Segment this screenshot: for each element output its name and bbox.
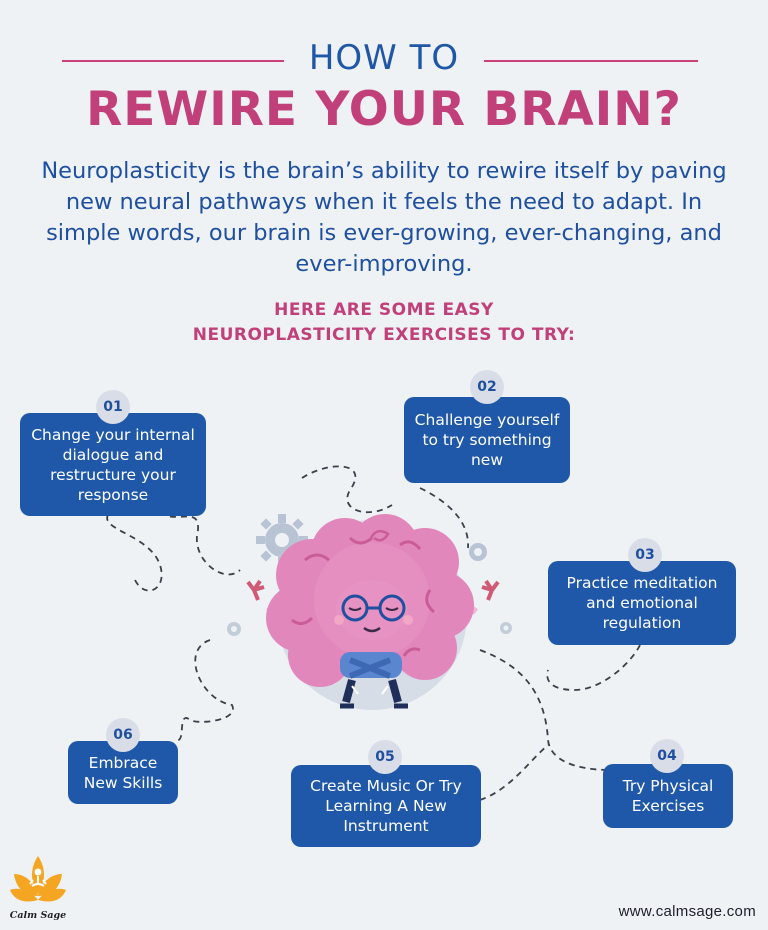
kicker: HOW TO (308, 38, 460, 78)
exercise-badge-03: 03 (628, 538, 662, 572)
exercise-card-01: Change your internal dialogue and restru… (20, 413, 206, 516)
gear-icon (227, 622, 241, 636)
exercise-card-05: Create Music Or Try Learning A New Instr… (291, 765, 481, 847)
gear-icon (469, 543, 487, 561)
website-link[interactable]: www.calmsage.com (618, 903, 756, 920)
kicker-rule-right (484, 60, 698, 62)
subheading-line-2: NEUROPLASTICITY EXERCISES TO TRY: (192, 325, 576, 345)
subheading-line-1: HERE ARE SOME EASY (274, 300, 494, 320)
exercise-text-02: Challenge yourself to try something new (414, 411, 560, 469)
kicker-row: HOW TO (0, 38, 768, 78)
exercise-badge-05: 05 (368, 740, 402, 774)
exercise-card-02: Challenge yourself to try something new (404, 397, 570, 483)
exercise-text-05: Create Music Or Try Learning A New Instr… (310, 777, 462, 835)
exercise-text-01: Change your internal dialogue and restru… (31, 425, 195, 504)
exercise-badge-06: 06 (106, 718, 140, 752)
lotus-logo-icon (10, 856, 66, 902)
brand-name: Calm Sage (9, 910, 67, 921)
exercise-card-04: Try Physical Exercises (603, 764, 733, 828)
kicker-rule-left (62, 60, 284, 62)
dashed-connectors (106, 465, 641, 801)
intro-paragraph: Neuroplasticity is the brain’s ability t… (41, 158, 727, 277)
exercise-text-04: Try Physical Exercises (622, 777, 714, 815)
gear-icon (500, 622, 512, 634)
brand-logo[interactable]: Calm Sage (6, 852, 70, 926)
page-title: REWIRE YOUR BRAIN? (86, 82, 682, 137)
subheading: HERE ARE SOME EASY NEUROPLASTICITY EXERC… (0, 298, 768, 348)
exercise-text-06: Embrace New Skills (83, 753, 163, 792)
exercise-text-03: Practice meditation and emotional regula… (566, 574, 718, 632)
exercise-card-03: Practice meditation and emotional regula… (548, 561, 736, 645)
exercise-badge-02: 02 (470, 370, 504, 404)
brain-character-illustration (266, 514, 474, 709)
exercise-badge-04: 04 (650, 739, 684, 773)
exercise-badge-01: 01 (96, 390, 130, 424)
